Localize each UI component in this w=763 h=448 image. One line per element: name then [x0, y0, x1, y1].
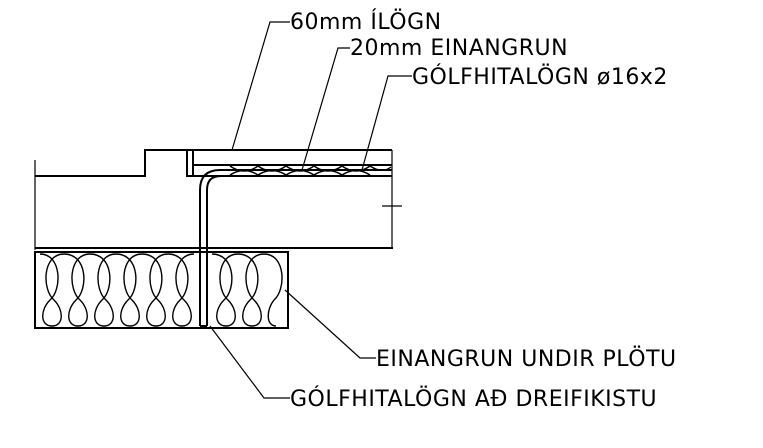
label-pipe: GÓLFHITALÖGN ø16x2	[412, 64, 668, 90]
label-under-slab-insulation: EINANGRUN UNDIR PLÖTU	[376, 346, 677, 372]
insulation-loop-4	[115, 253, 143, 327]
concrete-slab	[34, 149, 402, 250]
label-pipe-to-manifold: GÓLFHITALÖGN AÐ DREIFIKISTU	[290, 386, 657, 412]
label-insulation-top: 20mm EINANGRUN	[350, 36, 568, 61]
insulation-loop-3	[89, 253, 117, 327]
insulation-loop-9	[263, 253, 283, 327]
insulation-loop-5	[141, 253, 169, 327]
pipe-inner-line	[206, 175, 392, 326]
leader-under-slab-insulation	[284, 289, 376, 359]
leader-insulation-top	[301, 47, 350, 171]
insulation-loop-2	[63, 253, 91, 327]
insulation-loop-6	[167, 253, 195, 327]
slab-top-profile	[35, 149, 187, 177]
under-slab-insulation-box	[34, 251, 289, 329]
insulation-loop-1	[39, 253, 65, 327]
slab-step-edge	[186, 150, 196, 177]
pipe-outer-line	[199, 169, 392, 326]
top-insulation-wave-b	[229, 169, 371, 176]
top-insulation-wave	[229, 165, 392, 172]
leader-lines	[209, 21, 412, 399]
insulation-loop-8	[237, 253, 265, 327]
leader-pipe-to-manifold	[209, 325, 290, 399]
leader-pipe	[361, 75, 412, 171]
floor-heating-pipe	[199, 169, 392, 327]
under-slab-insulation-pattern	[39, 253, 283, 327]
label-screed: 60mm ÍLÖGN	[290, 9, 442, 35]
under-slab-insulation	[34, 251, 289, 329]
insulation-loop-7	[211, 253, 239, 327]
screed-layer	[187, 149, 392, 177]
leader-screed	[231, 21, 290, 151]
